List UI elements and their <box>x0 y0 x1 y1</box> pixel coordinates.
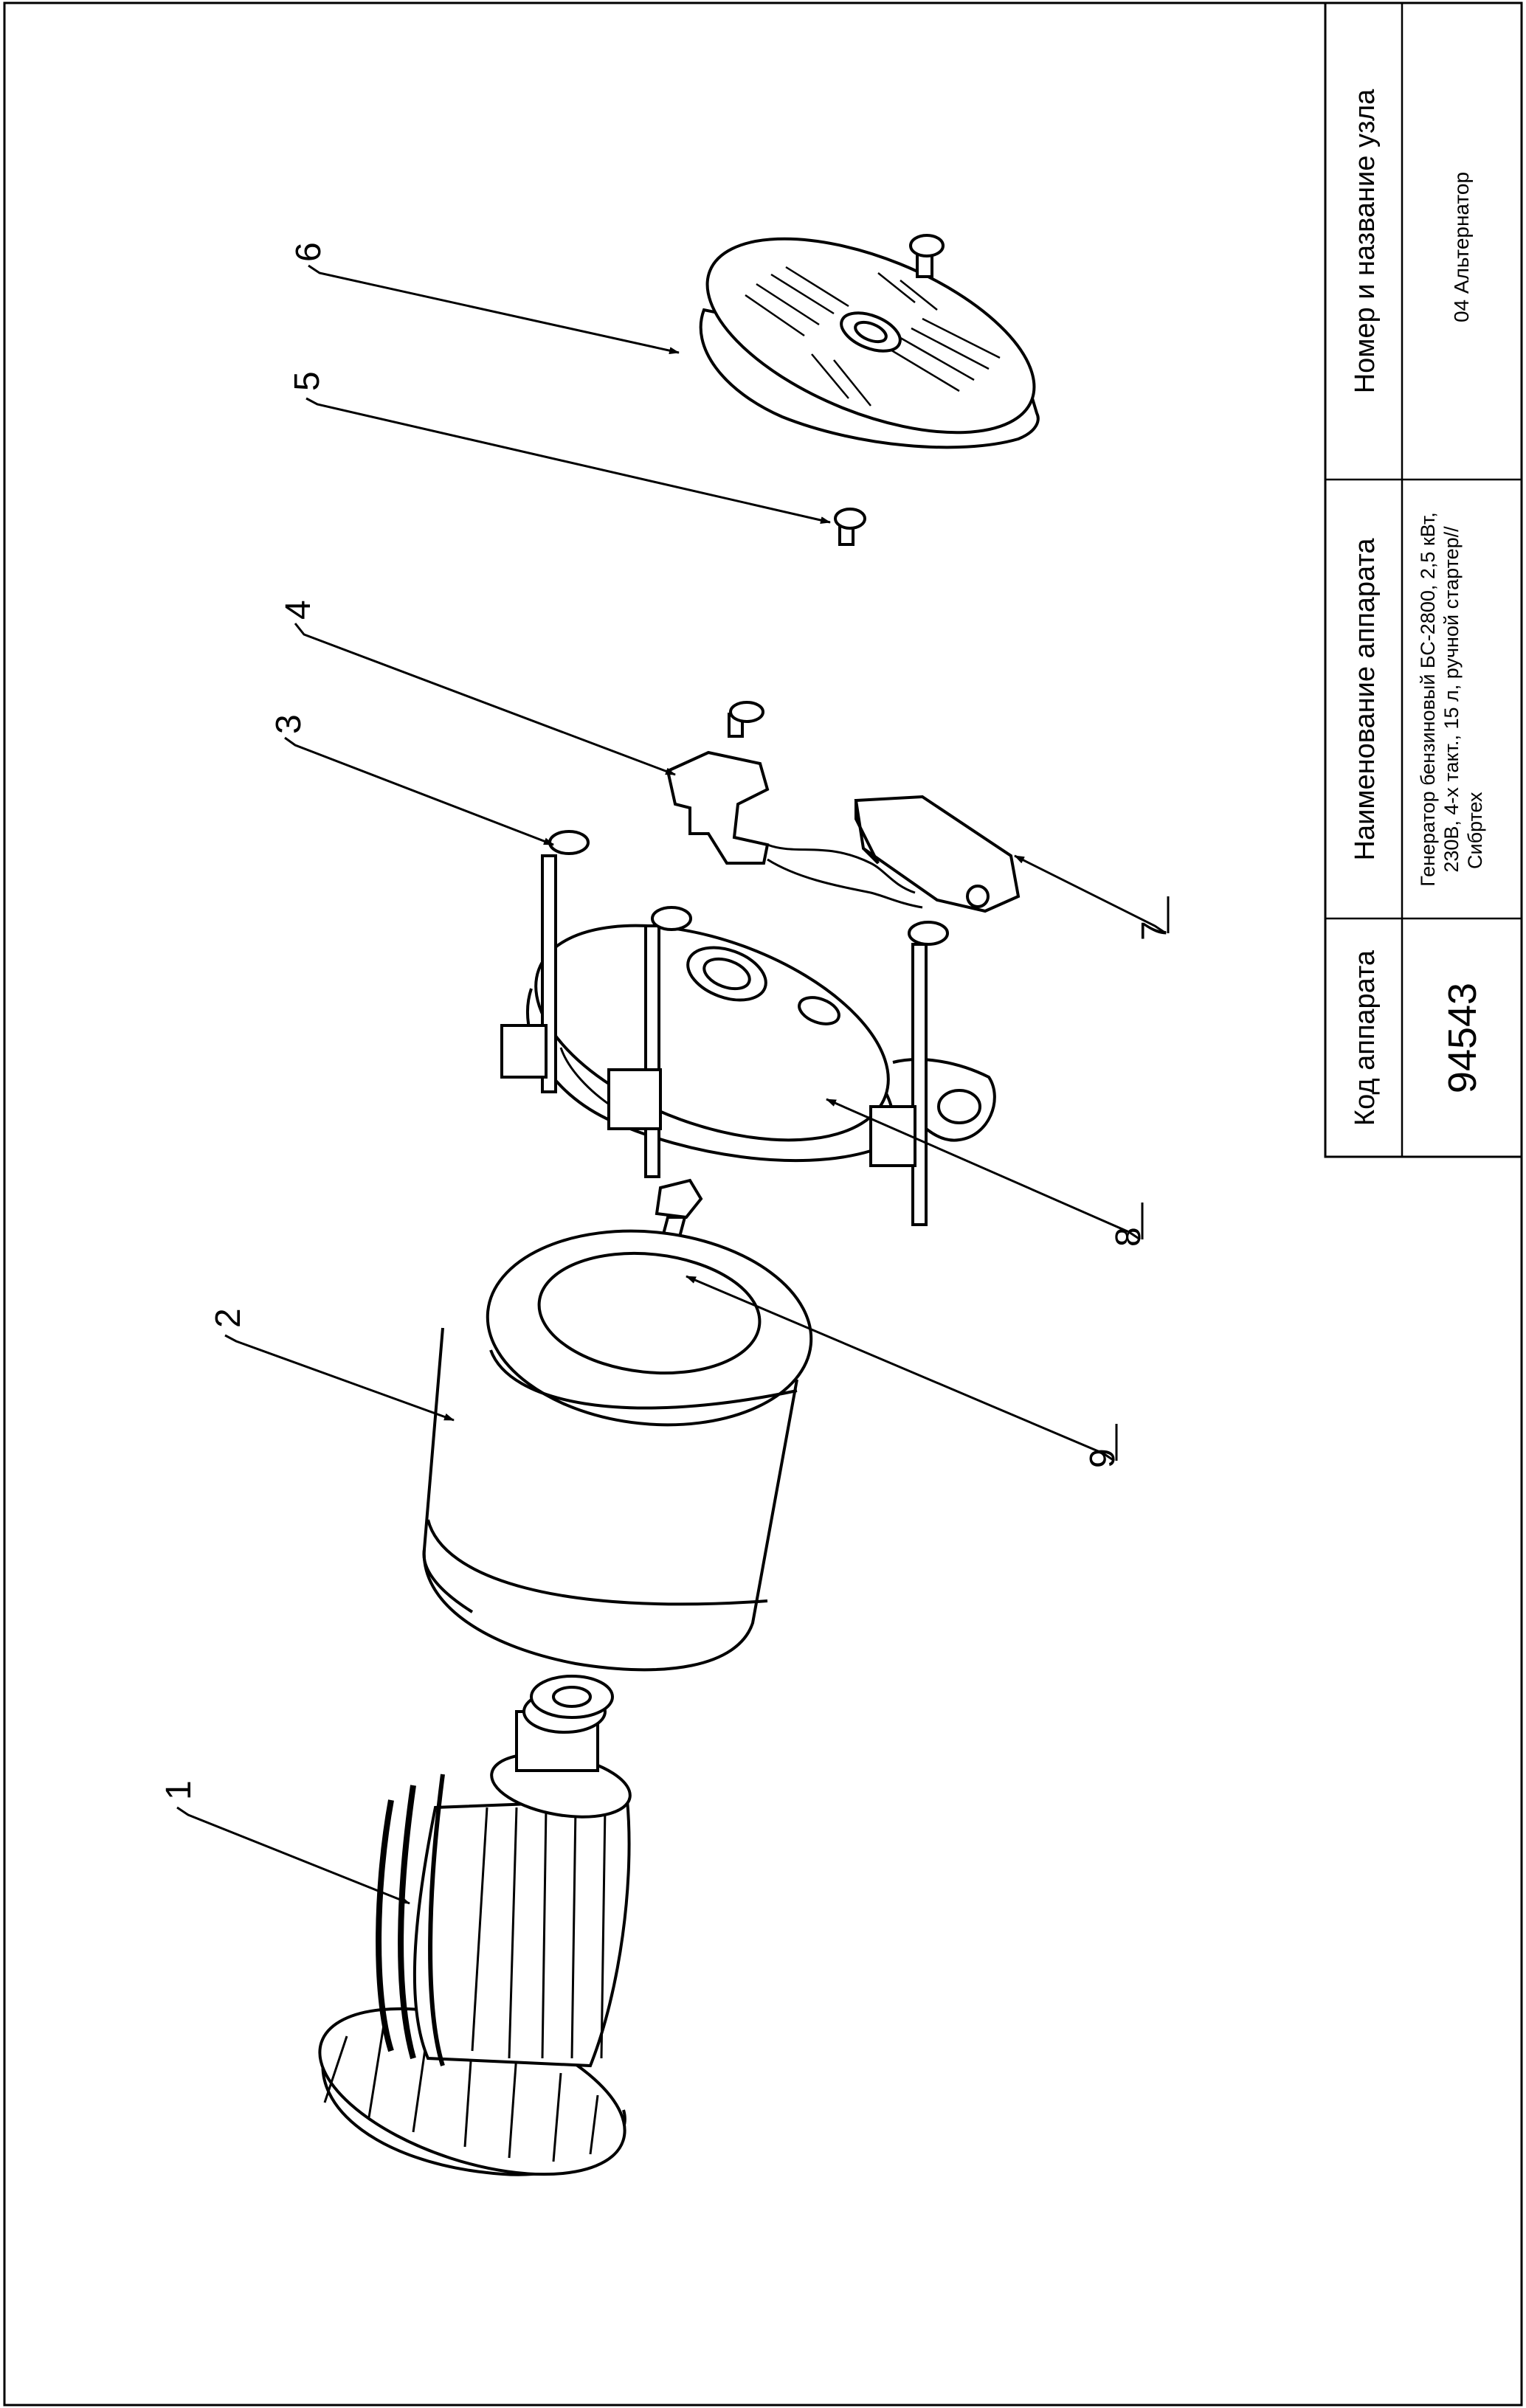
name-value-line-2: 230В, 4-х такт., 15 л, ручной стартер// <box>1440 526 1463 873</box>
part-1-rotor <box>318 1675 632 2176</box>
sheet-border <box>3 1 1523 2407</box>
callout-4: 4 <box>279 600 318 620</box>
callout-1: 1 <box>159 1780 198 1800</box>
through-bolts <box>500 830 949 1226</box>
name-header: Наименование аппарата <box>1350 538 1381 861</box>
unit-header: Номер и название узла <box>1350 89 1381 393</box>
callout-underlines <box>1115 896 1170 1461</box>
code-header: Код аппарата <box>1350 949 1381 1126</box>
code-value: 94543 <box>1440 983 1485 1093</box>
callout-6: 6 <box>289 242 328 262</box>
callout-2: 2 <box>209 1308 248 1328</box>
screw-cover <box>909 234 945 278</box>
name-value-line-1: Генератор бензиновый БС-2800, 2,5 кВт, <box>1417 512 1439 886</box>
part-4-brush-holder <box>666 701 770 865</box>
callout-3: 3 <box>269 714 308 734</box>
callout-numbers: 6 5 4 3 7 8 9 2 1 <box>159 242 1174 1800</box>
name-value-line-3: Сибртех <box>1464 792 1486 869</box>
unit-value: 04 Альтернатор <box>1450 172 1473 322</box>
part-7-regulator <box>767 795 1021 913</box>
callout-5: 5 <box>288 371 327 391</box>
part-5-screw <box>834 508 866 546</box>
title-block: Номер и название узла 04 Альтернатор Наи… <box>1324 1 1523 1158</box>
part-6-end-cover <box>699 237 1040 449</box>
part-2-stator <box>422 1229 813 1672</box>
callout-leaders <box>176 264 1167 1905</box>
